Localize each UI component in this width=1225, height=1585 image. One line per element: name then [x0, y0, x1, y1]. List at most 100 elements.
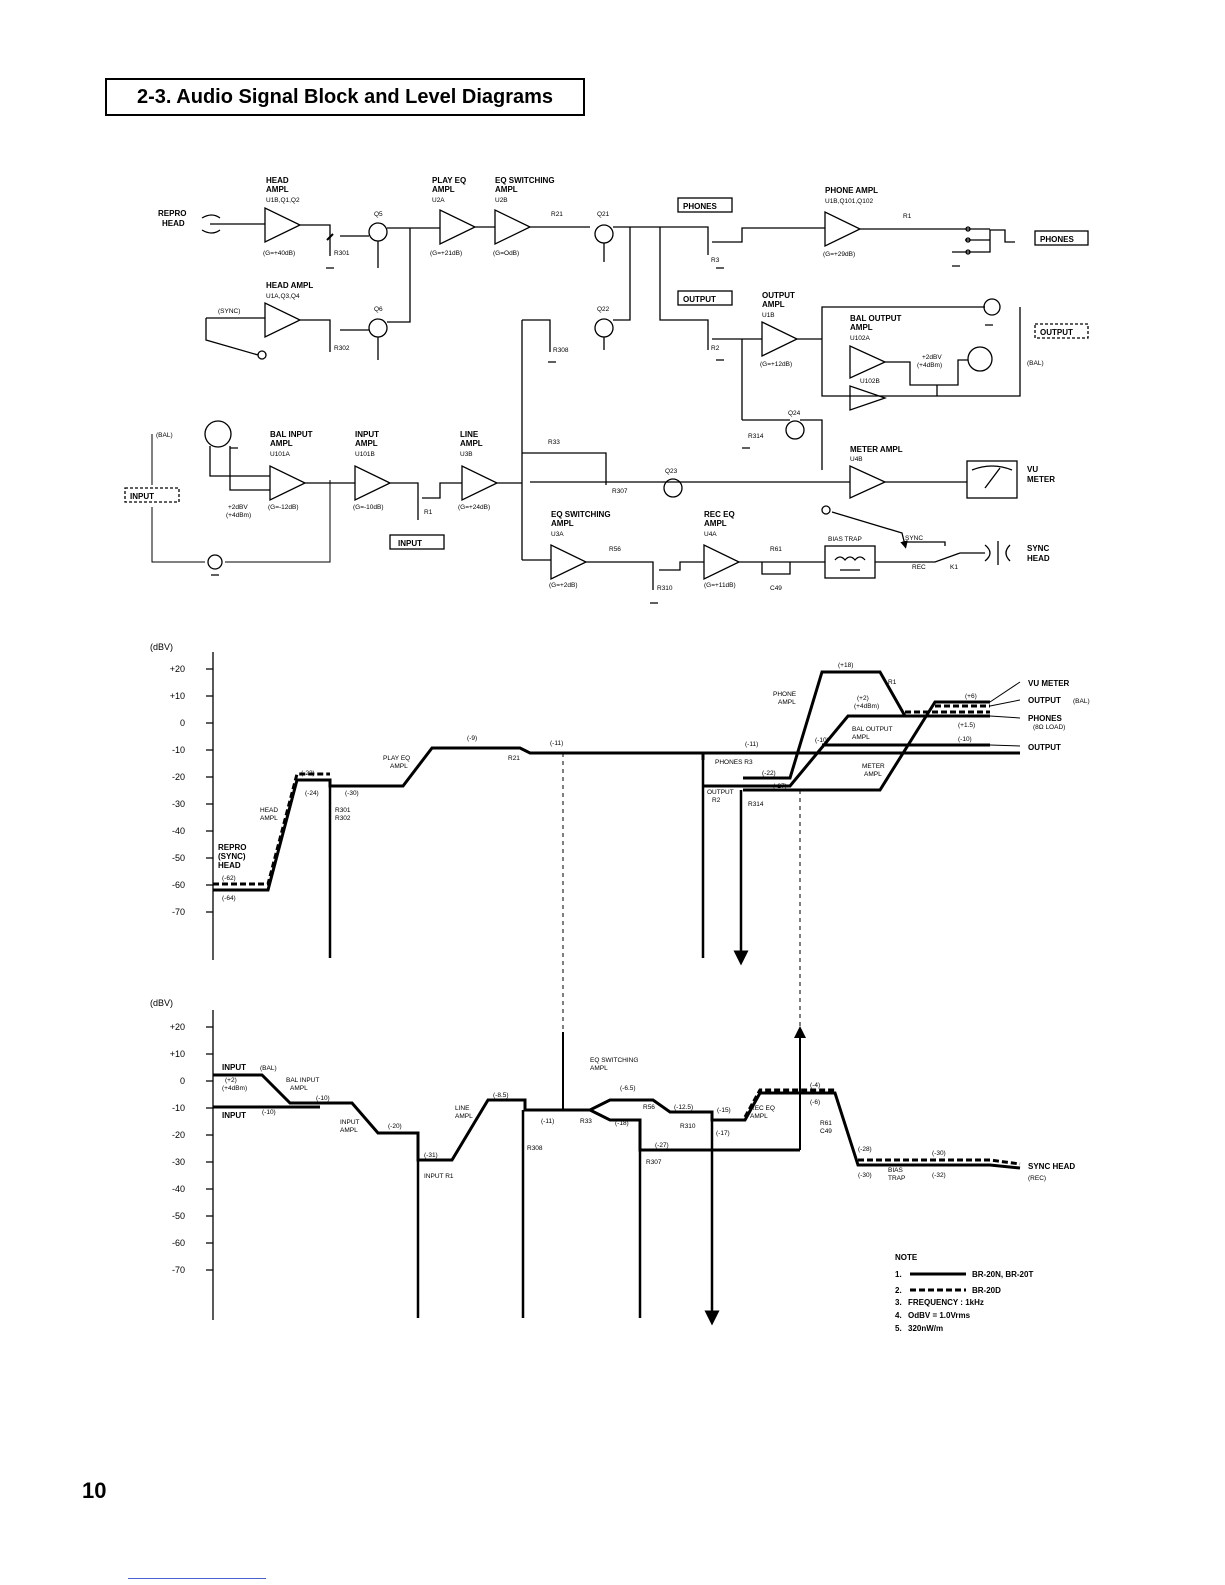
level2-input-bal: INPUT — [222, 1063, 246, 1072]
level1-l10b: (-10) — [958, 736, 972, 743]
phones-jack-box — [1034, 230, 1089, 246]
level2-r61: R61 — [820, 1120, 832, 1127]
line-ampl-triangle — [461, 464, 499, 502]
output-ampl-triangle — [761, 320, 799, 358]
phones-jack-label: PHONES — [1040, 235, 1074, 244]
level2-rec-eq: REC EQ — [750, 1105, 775, 1112]
level2-l28: (-28) — [858, 1146, 872, 1153]
eq-sw2-gain: (G=+2dB) — [549, 582, 578, 589]
level2-tick: -20 — [172, 1130, 185, 1140]
level2-sync-rec: (REC) — [1028, 1175, 1046, 1182]
level1-tick: -40 — [172, 826, 185, 836]
level1-out-bal: OUTPUT — [1028, 696, 1061, 705]
eq-sw2-triangle — [550, 543, 588, 581]
level1-play-eq: AMPL — [390, 763, 408, 770]
level2-l2: (+2) — [225, 1077, 237, 1084]
q22-label: Q22 — [597, 306, 610, 313]
level1-bal-out: AMPL — [852, 734, 870, 741]
bal-input-level-dbm: (+4dBm) — [226, 512, 251, 519]
bal-output-triangle-b — [849, 385, 888, 411]
play-eq-triangle — [439, 208, 477, 246]
level2-line-ampl: LINE — [455, 1105, 470, 1112]
head-ampl-label: HEAD — [266, 176, 289, 185]
level1-head-ampl: AMPL — [260, 815, 278, 822]
rec-eq-ic: U4A — [704, 531, 717, 538]
note-flux: 320nW/m — [908, 1324, 943, 1333]
bal-output-bal-label: (BAL) — [1027, 360, 1044, 367]
note-num: 2. — [895, 1286, 902, 1295]
level1-play-eq: PLAY EQ — [383, 755, 410, 762]
level1-r21: R21 — [508, 755, 520, 762]
level2-rec-eq: AMPL — [750, 1113, 768, 1120]
level2-labels: INPUT (BAL) (+2) (+4dBm) BAL INPUT AMPL … — [222, 1057, 1075, 1182]
level1-l24: (-24) — [305, 790, 319, 797]
level1-l22: (-22) — [301, 770, 315, 777]
level2-unit: (dBV) — [150, 998, 173, 1008]
section-title: 2-3. Audio Signal Block and Level Diagra… — [137, 86, 554, 108]
level1-tick: -20 — [172, 772, 185, 782]
input-ampl-label-2: AMPL — [355, 439, 378, 448]
level1-bal-out: BAL OUTPUT — [852, 726, 893, 733]
notes-title: NOTE — [895, 1253, 918, 1262]
c49-label: C49 — [770, 585, 782, 592]
level-diagram-2: (dBV) +20 +10 0 -10 -20 -30 -40 -50 -60 … — [150, 998, 1075, 1320]
level1-l62: (-62) — [222, 875, 236, 882]
level2-l65: (-6.5) — [620, 1085, 636, 1092]
q24-transistor — [785, 420, 805, 440]
play-eq-label-2: AMPL — [432, 185, 455, 194]
bal-input-ic: U101A — [270, 451, 291, 458]
level1-r1: R1 — [888, 679, 897, 686]
r301-label: R301 — [334, 250, 350, 257]
level-diagram-1: (dBV) +20 +10 0 -10 -20 -30 -40 -50 -60 … — [150, 642, 1090, 1040]
head-ampl2-triangle — [264, 301, 302, 339]
level1-tick: 0 — [180, 718, 185, 728]
level2-r310: R310 — [680, 1123, 696, 1130]
note-num: 5. — [895, 1324, 902, 1333]
level2-tick: -40 — [172, 1184, 185, 1194]
r1b-label: R1 — [424, 509, 433, 516]
q24-label: Q24 — [788, 410, 801, 417]
output-ampl-label-2: AMPL — [762, 300, 785, 309]
eq-sw-ic: U2B — [495, 197, 508, 204]
level2-l125: (-12.5) — [674, 1104, 693, 1111]
level2-input-ampl: AMPL — [340, 1127, 358, 1134]
level2-input-10-v: (-10) — [262, 1109, 276, 1116]
head-ampl-label-2: AMPL — [266, 185, 289, 194]
output-ampl-ic: U1B — [762, 312, 775, 319]
head-ampl-ic: U1B,Q1,Q2 — [266, 197, 300, 204]
line-ampl-label-2: AMPL — [460, 439, 483, 448]
rec-eq-gain: (G=+11dB) — [704, 582, 736, 589]
bal-input-level: +2dBV — [228, 504, 248, 511]
xlr-input-connector — [204, 420, 232, 448]
input-ampl-label: INPUT — [355, 430, 379, 439]
level1-out-bal-s: (BAL) — [1073, 698, 1090, 705]
input-ampl-triangle — [354, 464, 392, 502]
level1-meter: AMPL — [864, 771, 882, 778]
input-box-label: INPUT — [398, 539, 422, 548]
q6-label: Q6 — [374, 306, 383, 313]
level1-l15: (+1.5) — [958, 722, 975, 729]
level2-l30b: (-30) — [932, 1150, 946, 1157]
level1-tick: -70 — [172, 907, 185, 917]
level2-eq-sw: AMPL — [590, 1065, 608, 1072]
level2-l10: (-10) — [316, 1095, 330, 1102]
r1a-label: R1 — [903, 213, 912, 220]
r56-label: R56 — [609, 546, 621, 553]
level1-tick: +20 — [170, 664, 185, 674]
level2-l2: (+4dBm) — [222, 1085, 247, 1092]
level2-eq-sw: EQ SWITCHING — [590, 1057, 638, 1064]
head-ampl-triangle — [264, 206, 302, 244]
r308-label: R308 — [553, 347, 569, 354]
vu-meter-label-2: METER — [1027, 475, 1055, 484]
note-num: 4. — [895, 1311, 902, 1320]
play-eq-label: PLAY EQ — [432, 176, 466, 185]
eq-sw2-label-2: AMPL — [551, 519, 574, 528]
eq-sw-label-2: AMPL — [495, 185, 518, 194]
level1-out-output: OUTPUT — [1028, 743, 1061, 752]
output-box — [677, 290, 733, 306]
level1-tick: -30 — [172, 799, 185, 809]
level2-l85: (-8.5) — [493, 1092, 509, 1099]
repro-head-label-1: REPRO — [158, 209, 186, 218]
repro-head-symbol — [201, 214, 265, 234]
footer-rule — [128, 1578, 266, 1579]
